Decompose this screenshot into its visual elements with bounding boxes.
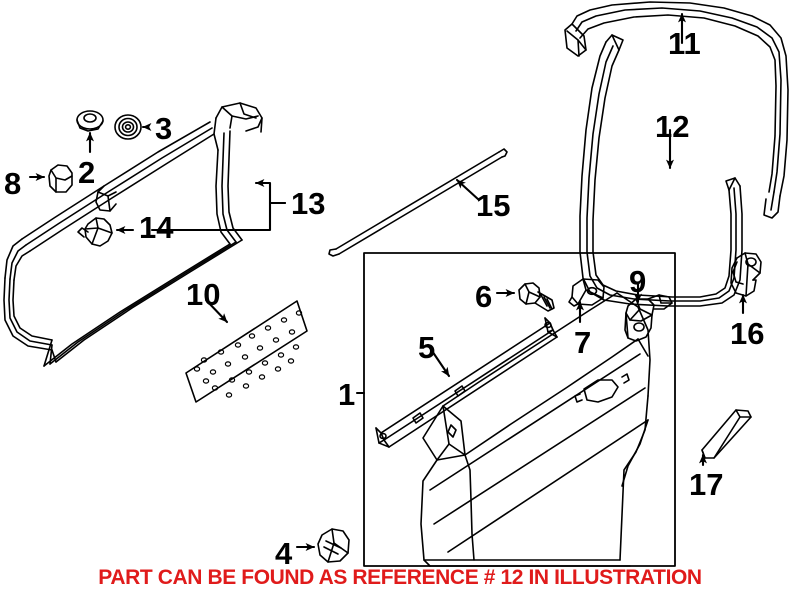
callout-9: 9 (629, 264, 647, 299)
part-3-ring-washer-seal (114, 114, 142, 140)
callout-14: 14 (139, 210, 174, 245)
callout-7: 7 (574, 325, 592, 360)
callout-4: 4 (275, 536, 293, 571)
callout-6: 6 (475, 279, 493, 314)
callout-16: 16 (730, 316, 765, 351)
part-10-perforated-insulator-panel (185, 300, 308, 403)
callout-11: 11 (668, 26, 701, 61)
callout-3: 3 (155, 111, 173, 146)
callout-8: 8 (4, 166, 22, 201)
leader-lines (28, 12, 747, 551)
part-11-upper-frame-weatherstrip (564, 1, 789, 219)
part-6-hex-flange-bolt (518, 282, 555, 312)
callout-12: 12 (655, 109, 690, 144)
part-4-round-body-plug (317, 528, 350, 563)
reference-note: PART CAN BE FOUND AS REFERENCE # 12 IN I… (98, 566, 702, 589)
part-8-cylindrical-plug (48, 164, 73, 193)
part-13-window-run-channel-seal (3, 102, 263, 367)
part-7-striker-block-bracket (568, 278, 605, 307)
part-2-oval-grommet (76, 110, 104, 132)
callout-2: 2 (78, 155, 96, 190)
callout-1: 1 (338, 377, 356, 412)
part-15-body-side-molding (328, 148, 508, 257)
part-12-door-opening-weatherstrip (579, 34, 743, 307)
part-17-angled-trim-wedge (701, 409, 752, 459)
part-1-door-shell-panel (420, 292, 651, 567)
callout-5: 5 (418, 330, 436, 365)
part-14-retainer-clip (77, 217, 113, 247)
callout-13: 13 (291, 186, 326, 221)
callout-17: 17 (689, 467, 724, 502)
part-5-belt-molding-strip (375, 317, 558, 448)
callout-10: 10 (186, 277, 221, 312)
callout-15: 15 (476, 188, 511, 223)
